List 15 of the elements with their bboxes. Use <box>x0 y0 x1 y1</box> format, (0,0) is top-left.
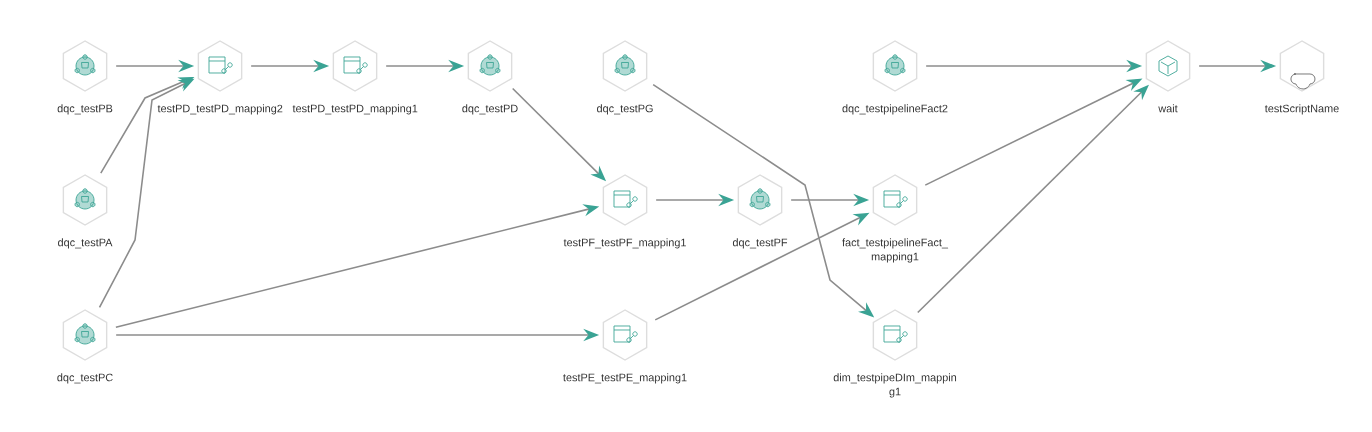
node-label: dqc_testpipelineFact2 <box>842 104 948 115</box>
node-label: testPD_testPD_mapping2 <box>157 104 283 115</box>
node-label: dqc_testPC <box>57 373 113 384</box>
node-label: wait <box>1158 104 1178 113</box>
node-label: testPD_testPD_mapping1 <box>292 104 418 115</box>
node-label: dim_testpipeDIm_mappin g1 <box>833 373 957 398</box>
node-label: dqc_testPA <box>58 238 113 249</box>
node-label: dqc_testPB <box>57 104 113 115</box>
node-label: dqc_testPF <box>732 238 788 249</box>
node-label: testScriptName <box>1264 104 1339 115</box>
node-label: dqc_testPD <box>462 104 518 115</box>
node-label: dqc_testPG <box>597 104 653 115</box>
node-label: fact_testpipelineFact_ mapping1 <box>842 238 949 263</box>
node-label: testPE_testPE_mapping1 <box>563 373 687 384</box>
node-label: testPF_testPF_mapping1 <box>563 238 686 249</box>
